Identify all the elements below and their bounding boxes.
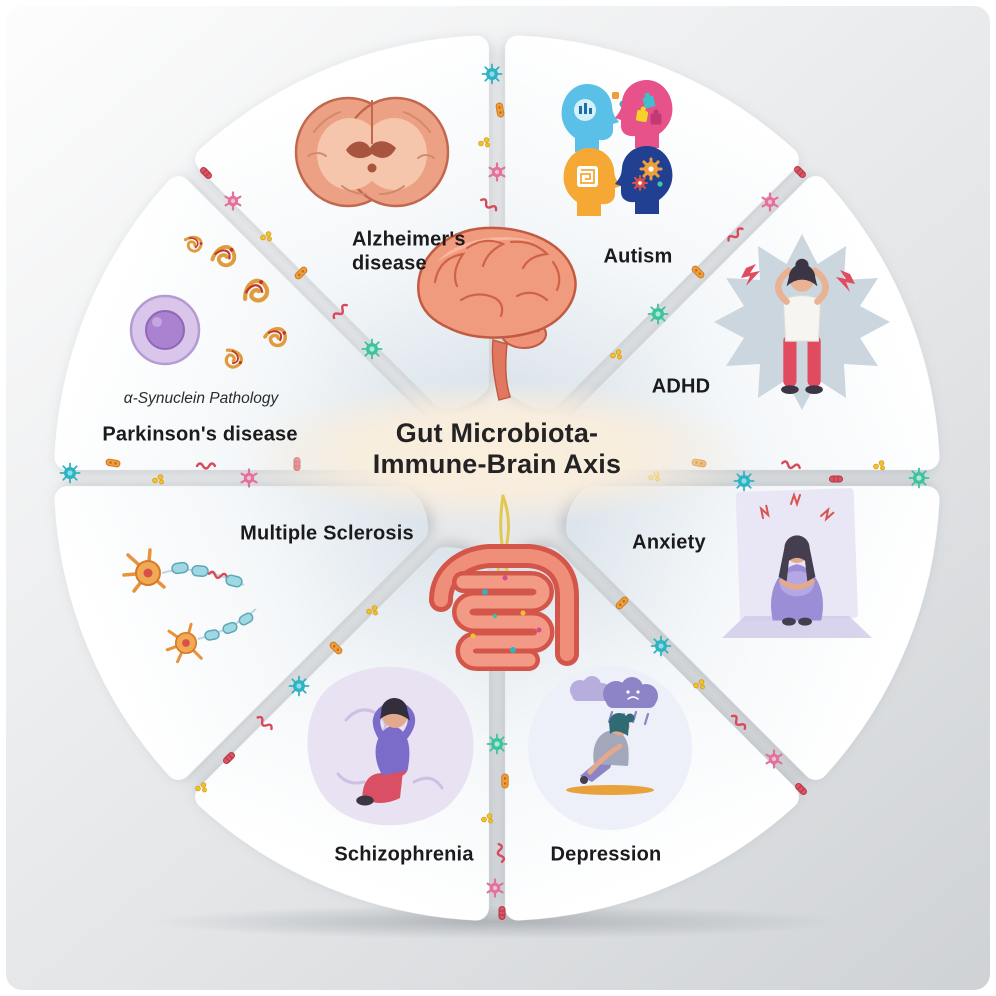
axon-myelin-2 xyxy=(197,608,257,641)
axon-myelin-1 xyxy=(161,561,245,588)
brain-icon xyxy=(417,226,577,401)
cloud-sad-face xyxy=(626,690,640,700)
rod-bacterium-icon xyxy=(328,640,344,656)
stress-scribbles xyxy=(759,491,835,522)
neuron-cell xyxy=(165,622,203,664)
gut-microbes xyxy=(470,575,542,653)
four-heads-puzzle-maze-gears-icon xyxy=(561,80,673,216)
rod-bacterium-icon xyxy=(690,264,706,280)
floor-shadow xyxy=(722,616,872,638)
rod-bacterium-icon xyxy=(495,102,505,118)
damaged-neurons-myelin-icon xyxy=(122,548,257,664)
teal-starburst-icon xyxy=(908,467,930,489)
title-line-1: Gut Microbiota- xyxy=(395,417,599,448)
virus-icon xyxy=(288,675,310,697)
label-synuclein-pathology: α-Synuclein Pathology xyxy=(123,390,279,407)
gut-intestines-icon xyxy=(429,494,579,671)
stressed-person xyxy=(775,258,829,394)
anxious-person-sitting-icon xyxy=(722,488,872,638)
label-alzheimers: Alzheimer's disease xyxy=(352,228,466,274)
pink-spiky-microbe-icon xyxy=(488,162,506,182)
cell-nucleus xyxy=(145,310,185,350)
rod-bacterium-icon xyxy=(293,265,309,281)
sad-person xyxy=(580,712,635,784)
yellow-cocci-icon xyxy=(366,605,378,616)
title-line-2: Immune-Brain Axis xyxy=(372,449,622,479)
rod-bacterium-icon xyxy=(501,773,509,789)
rod-bacterium-icon xyxy=(614,595,630,611)
title-glow xyxy=(239,380,755,524)
lightning-icon xyxy=(836,270,855,292)
label-adhd: ADHD xyxy=(651,375,711,398)
wheel-shadow xyxy=(152,905,842,939)
teal-starburst-icon xyxy=(486,733,508,755)
squiggle-bacterium-icon xyxy=(495,842,506,864)
virus-icon xyxy=(481,63,503,85)
small-cloud xyxy=(570,676,611,701)
teal-starburst-icon xyxy=(647,303,669,325)
figure-title: Gut Microbiota- Immune-Brain Axis xyxy=(373,418,621,480)
rain-cloud xyxy=(603,677,658,708)
brain-coronal-section-icon xyxy=(294,96,450,208)
sad-person-rain-cloud-icon xyxy=(528,666,692,830)
virus-icon xyxy=(59,462,81,484)
orange-maze-head-icon xyxy=(563,148,621,216)
label-anxiety: Anxiety xyxy=(632,531,706,554)
teal-starburst-icon xyxy=(361,338,383,360)
kneeling-person-holding-head-icon xyxy=(307,666,474,826)
pink-spiky-microbe-icon xyxy=(486,878,504,898)
brain-gyri-lines xyxy=(433,239,561,318)
lightning-icon xyxy=(741,264,760,286)
neuron-cell xyxy=(122,548,166,593)
cell-synuclein-aggregates-icon xyxy=(129,231,290,371)
section-fold-lines xyxy=(307,111,435,195)
kneeling-person xyxy=(356,697,416,806)
floor-shape xyxy=(566,785,654,795)
label-parkinsons: Parkinson's disease xyxy=(102,423,298,446)
label-depression: Depression xyxy=(550,843,662,866)
yellow-cocci-icon xyxy=(693,679,705,690)
navy-gears-head-icon xyxy=(615,146,673,214)
yellow-cocci-icon xyxy=(152,474,164,485)
label-schizophrenia: Schizophrenia xyxy=(334,843,474,866)
stressed-person-burst-icon xyxy=(714,234,890,410)
yellow-cocci-icon xyxy=(260,231,272,242)
label-multiple-sclerosis: Multiple Sclerosis xyxy=(240,522,414,545)
red-bacterium-icon xyxy=(828,475,844,483)
virus-icon xyxy=(650,635,672,657)
red-bacterium-icon xyxy=(498,905,506,921)
blue-head-icon xyxy=(561,84,627,152)
anxious-person xyxy=(771,535,823,626)
red-bacterium-icon xyxy=(792,164,808,180)
label-autism: Autism xyxy=(603,245,673,268)
